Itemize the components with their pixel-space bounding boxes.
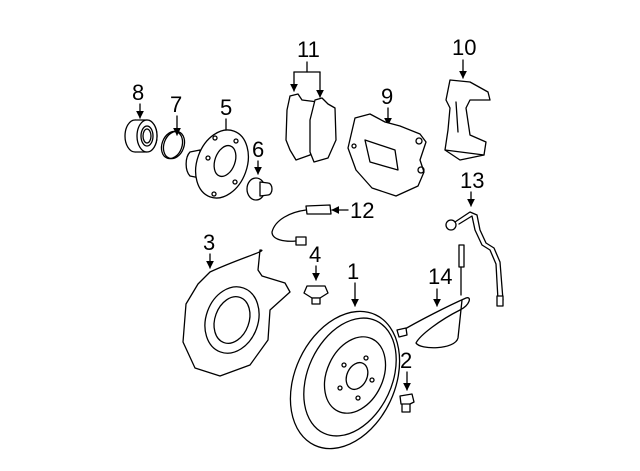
callout-5: 5 xyxy=(220,95,232,120)
part-caliper-bracket[interactable]: 10 xyxy=(444,35,491,161)
callout-10: 10 xyxy=(452,35,476,60)
part-brake-hose[interactable]: 13 xyxy=(445,168,504,307)
part-nut[interactable]: 6 xyxy=(246,137,273,201)
part-bolt-2[interactable]: 2 xyxy=(399,348,415,413)
callout-13: 13 xyxy=(460,168,484,193)
part-caliper[interactable]: 9 xyxy=(347,84,427,197)
part-bearing[interactable]: 8 xyxy=(124,80,158,153)
part-abs-sensor[interactable]: 14 xyxy=(396,244,471,349)
callout-1: 1 xyxy=(347,259,359,284)
callout-3: 3 xyxy=(203,230,215,255)
part-splash-shield[interactable]: 3 xyxy=(182,230,291,377)
callout-6: 6 xyxy=(252,137,264,162)
part-rotor[interactable]: 1 xyxy=(269,259,420,466)
callout-9: 9 xyxy=(381,84,393,109)
part-brake-pads[interactable]: 11 xyxy=(285,37,337,163)
callout-12: 12 xyxy=(350,198,374,223)
part-wear-sensor[interactable]: 12 xyxy=(271,198,374,246)
callout-2: 2 xyxy=(400,348,412,373)
callout-8: 8 xyxy=(132,80,144,105)
callout-7: 7 xyxy=(170,92,182,117)
part-hub[interactable]: 5 xyxy=(185,95,257,205)
callout-4: 4 xyxy=(309,242,321,267)
callout-11: 11 xyxy=(297,37,320,62)
part-snap-ring[interactable]: 7 xyxy=(158,92,188,162)
part-bolt-4[interactable]: 4 xyxy=(303,242,329,305)
callout-14: 14 xyxy=(428,264,452,289)
